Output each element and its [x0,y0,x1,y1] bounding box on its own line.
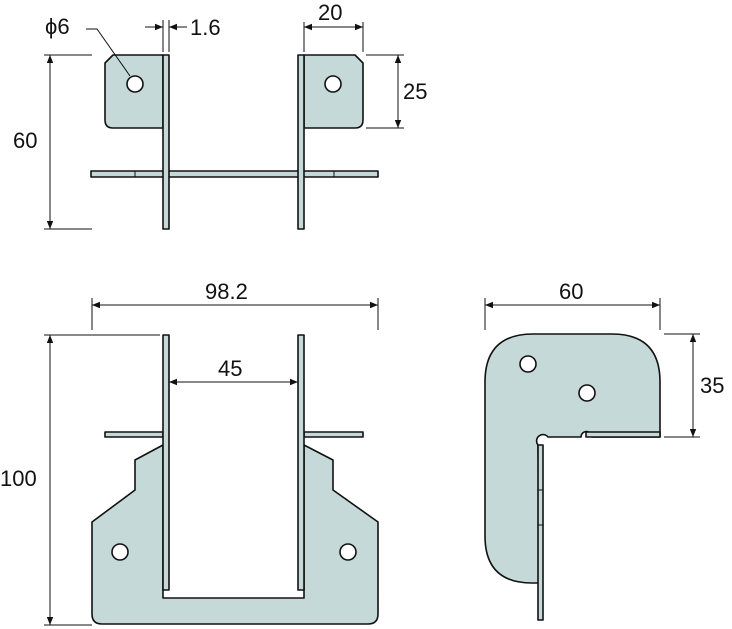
right-web [297,54,305,230]
inner-width-label: 45 [218,356,242,381]
width-label: 60 [559,279,583,304]
hole-diameter-label: ϕ6 [45,14,70,39]
horizontal-plate [90,170,379,178]
bolt-hole [324,75,342,93]
side-plate [484,333,661,584]
bolt-hole [126,75,144,93]
front-view: 98.2 45 100 [0,279,379,626]
left-web [162,334,170,591]
bolt-hole [578,384,596,402]
bolt-hole [339,543,357,561]
width-label: 98.2 [205,279,248,304]
height-label: 60 [13,128,37,153]
right-tab [303,431,364,438]
flange-width-label: 20 [318,0,342,25]
side-view: 60 35 [484,279,724,621]
flange-height-label: 25 [403,79,427,104]
height-label: 35 [700,373,724,398]
horizontal-strip [585,431,661,438]
vertical-strip [537,444,544,621]
height-label: 100 [0,466,37,491]
right-web [297,334,305,591]
top-view: ϕ6 1.6 20 25 60 [13,0,427,230]
thickness-label: 1.6 [190,15,221,40]
base-plate [91,444,379,625]
bolt-hole [111,543,129,561]
left-web [162,54,170,230]
bolt-hole [519,355,537,373]
left-tab [104,431,164,438]
